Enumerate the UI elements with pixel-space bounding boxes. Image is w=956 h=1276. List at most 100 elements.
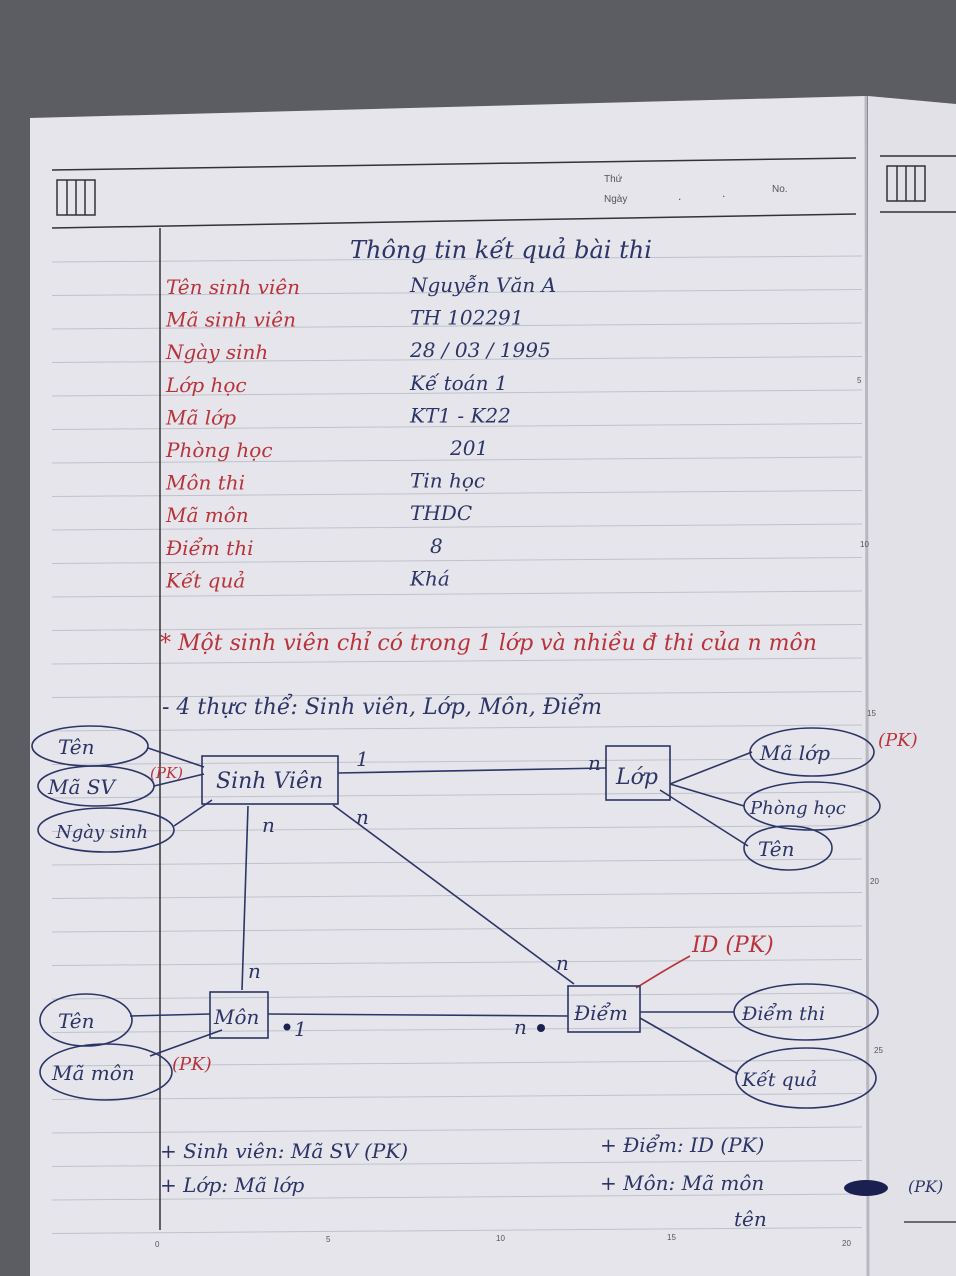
field-value: 201: [449, 436, 488, 460]
attr-lop-ten-ellipse: [743, 825, 833, 871]
ngay-label: Ngày: [604, 194, 627, 205]
no-label: No.: [772, 184, 788, 195]
field-label: Ngày sinh: [165, 340, 268, 364]
edge-diem-ketqua: [639, 1017, 739, 1075]
attr-lop-ten: Tên: [758, 837, 795, 861]
attr-lop-pk: (PK): [878, 730, 918, 751]
attr-mon-pk: (PK): [172, 1054, 212, 1075]
ink-dot: [283, 1023, 291, 1031]
attr-mon-ma-ellipse: [39, 1043, 173, 1101]
field-value: TH 102291: [410, 306, 524, 330]
entity-mon: Môn: [213, 1005, 259, 1029]
edge-sv-ma: [153, 773, 205, 787]
entity-diem-box: [567, 985, 641, 1033]
card-sv-lop-1: 1: [356, 747, 369, 771]
attr-sv-ma: Mã SV: [47, 775, 117, 799]
card-sv-lop-n: n: [588, 751, 601, 775]
svg-text:25: 25: [874, 1046, 883, 1055]
field-value: Nguyễn Văn A: [409, 273, 556, 297]
attr-diem-id: ID (PK): [691, 933, 774, 958]
entity-mon-box: [209, 991, 269, 1039]
attr-sv-ten: Tên: [58, 735, 95, 759]
ruled-lines: [51, 255, 863, 1234]
field-value: 28 / 03 / 1995: [409, 338, 551, 362]
edge-sinhvien-diem: [332, 804, 575, 985]
attr-sv-ngaysinh-ellipse: [37, 807, 175, 853]
entity-sinh-vien: Sinh Viên: [216, 769, 323, 794]
entity-sinh-vien-box: [201, 755, 339, 805]
summary-mon-pk: (PK): [908, 1177, 943, 1196]
attr-lop-phong: Phòng học: [749, 798, 846, 819]
edge-lop-phong: [669, 783, 745, 807]
svg-text:10: 10: [496, 1234, 505, 1243]
attr-mon-ma: Mã môn: [51, 1061, 135, 1085]
edge-mon-diem: [267, 1013, 569, 1017]
er-diagram: [31, 725, 881, 1109]
right-page: [868, 96, 956, 1276]
svg-text:15: 15: [667, 1233, 676, 1242]
card-sv-mon-sv: n: [262, 813, 275, 837]
entity-lop-box: [605, 745, 671, 801]
field-value: THDC: [410, 501, 472, 525]
attr-diem-thi-ellipse: [733, 983, 879, 1041]
attr-sv-ma-ellipse: [37, 765, 155, 807]
svg-text:0: 0: [155, 1240, 160, 1249]
ink-dot-2: [537, 1024, 545, 1032]
edge-sinhvien-lop: [337, 767, 607, 774]
summary-diem: + Điểm: ID (PK): [600, 1133, 764, 1157]
field-label: Tên sinh viên: [166, 275, 300, 299]
card-mon-diem-mon: 1: [294, 1017, 307, 1041]
attr-lop-ma-ellipse: [749, 727, 875, 777]
field-label: Mã lớp: [165, 405, 236, 429]
attr-diem-thi: Điểm thi: [741, 1003, 825, 1025]
entity-diem: Điểm: [573, 1001, 628, 1025]
edge-sinhvien-mon: [241, 805, 249, 991]
entity-lop: Lớp: [615, 765, 658, 790]
thu-label: Thứ: [604, 174, 623, 185]
card-sv-diem-sv: n: [356, 805, 369, 829]
svg-text:15: 15: [867, 709, 876, 718]
edge-mon-ten: [129, 1013, 211, 1017]
summary-sinh-vien: + Sinh viên: Mã SV (PK): [160, 1139, 408, 1163]
entities-line: - 4 thực thể: Sinh viên, Lớp, Môn, Điểm: [162, 692, 602, 720]
header-grid-icon: [56, 179, 96, 216]
svg-text:20: 20: [870, 877, 879, 886]
svg-text:10: 10: [860, 540, 869, 549]
field-label: Mã sinh viên: [165, 308, 296, 332]
edge-sv-ten: [147, 747, 205, 768]
summary-mon-ten: tên: [734, 1207, 767, 1231]
attr-sv-pk: (PK): [150, 764, 183, 782]
scribble-mark: [844, 1180, 888, 1196]
field-value: Tin học: [410, 469, 485, 493]
date-dot: .: [678, 189, 681, 203]
field-label: Phòng học: [165, 438, 273, 462]
edge-lop-ten: [659, 789, 749, 847]
header-grid-icon-right: [886, 165, 926, 202]
notebook-page: [30, 96, 868, 1276]
info-fields: Tên sinh viên Nguyễn Văn A Mã sinh viên TH …: [165, 273, 556, 592]
summary-mon: + Môn: Mã môn: [600, 1171, 764, 1195]
ruler-marks: 5 10 15 20 25 0 5 10 15 20: [155, 376, 883, 1249]
attr-diem-ketqua: Kết quả: [741, 1069, 817, 1091]
field-label: Môn thi: [165, 471, 245, 495]
page-title: Thông tin kết quả bài thi: [350, 236, 652, 264]
card-mon-diem-diem: n: [514, 1015, 527, 1039]
attr-diem-ketqua-ellipse: [735, 1047, 877, 1109]
edge-diem-id: [635, 955, 691, 989]
date-dot-2: .: [722, 186, 725, 200]
svg-text:5: 5: [857, 376, 862, 385]
field-label: Lớp học: [165, 373, 247, 397]
field-value: Kế toán 1: [409, 371, 508, 395]
relationship-note: * Một sinh viên chỉ có trong 1 lớp và nh…: [160, 630, 817, 656]
field-label: Điểm thi: [165, 536, 253, 560]
field-label: Kết quả: [165, 568, 245, 592]
card-sv-diem-diem: n: [556, 951, 569, 975]
field-value: Khá: [409, 566, 450, 590]
svg-text:20: 20: [842, 1239, 851, 1248]
edge-lop-ma: [669, 751, 753, 785]
field-value: KT1 - K22: [409, 403, 511, 427]
card-sv-mon-mon: n: [248, 959, 261, 983]
field-value: 8: [430, 534, 443, 558]
field-label: Mã môn: [165, 503, 249, 527]
